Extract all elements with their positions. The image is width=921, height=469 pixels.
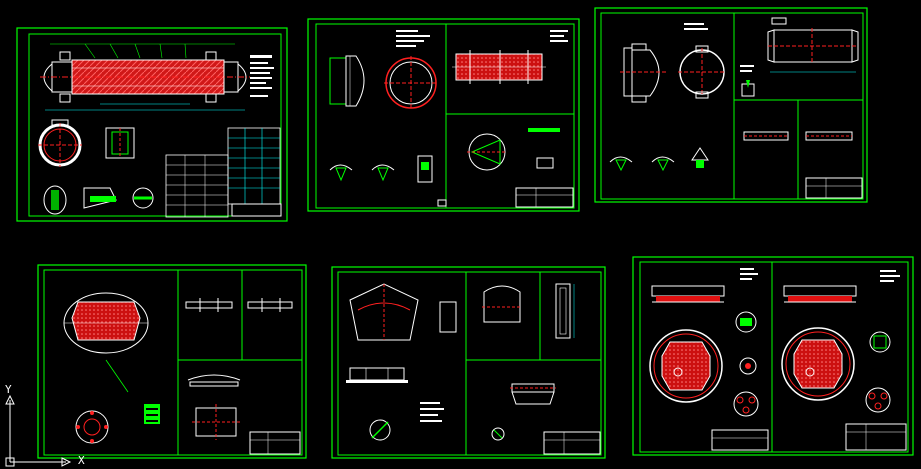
ucs-y-axis-label: Y — [5, 383, 12, 396]
shell-view — [767, 17, 859, 73]
title-block — [543, 431, 601, 455]
sheet-baffle-plates[interactable] — [632, 256, 914, 456]
notes — [144, 404, 160, 424]
flange-ring — [75, 410, 109, 444]
baffle-disc-right — [781, 327, 855, 401]
weld-symbols — [609, 147, 709, 172]
notes — [396, 30, 568, 47]
tube-bundle — [452, 50, 546, 84]
sheet-saddle-support[interactable] — [331, 266, 606, 459]
notes — [420, 402, 444, 422]
ucs-icon — [5, 394, 72, 467]
head-elevation — [329, 55, 365, 107]
small-flanges-left — [733, 311, 759, 417]
channel-end-view — [678, 45, 726, 99]
weld-details — [43, 185, 154, 215]
baffle-disc-left — [649, 329, 723, 403]
title-block — [805, 177, 863, 199]
title-blocks — [711, 423, 907, 451]
shell-cross-section — [38, 119, 82, 167]
technical-notes — [250, 55, 274, 97]
head-end-view — [384, 56, 438, 110]
baffle-strip-views — [743, 131, 853, 141]
exchanger-elevation — [40, 43, 250, 111]
tubesheet-face — [63, 292, 149, 393]
ucs-x-axis-label: X — [78, 454, 85, 467]
baffle-strip-left — [651, 285, 725, 303]
flange-detail — [467, 128, 560, 171]
notes — [684, 23, 754, 72]
title-block — [249, 431, 301, 455]
small-flanges-right — [865, 331, 891, 413]
support-detail — [741, 80, 755, 97]
sheet-exchanger-assembly[interactable] — [16, 27, 288, 222]
channel-elevation — [620, 43, 668, 103]
title-block — [437, 187, 574, 208]
channel-strip — [491, 383, 556, 441]
base-plate — [346, 367, 408, 383]
anchor-detail — [369, 419, 391, 441]
sheet-tube-sheet[interactable] — [37, 264, 307, 459]
head-blank — [482, 283, 575, 339]
sheet-channel-box[interactable] — [594, 7, 868, 203]
notes — [740, 268, 900, 282]
baffle-strip-right — [783, 285, 857, 303]
nozzle-detail — [105, 127, 135, 159]
part-views — [185, 298, 293, 440]
sheet-shell-and-head[interactable] — [307, 18, 580, 212]
parts-list-table — [165, 127, 282, 218]
saddle-elevation — [349, 283, 457, 341]
weld-symbols — [329, 155, 433, 183]
